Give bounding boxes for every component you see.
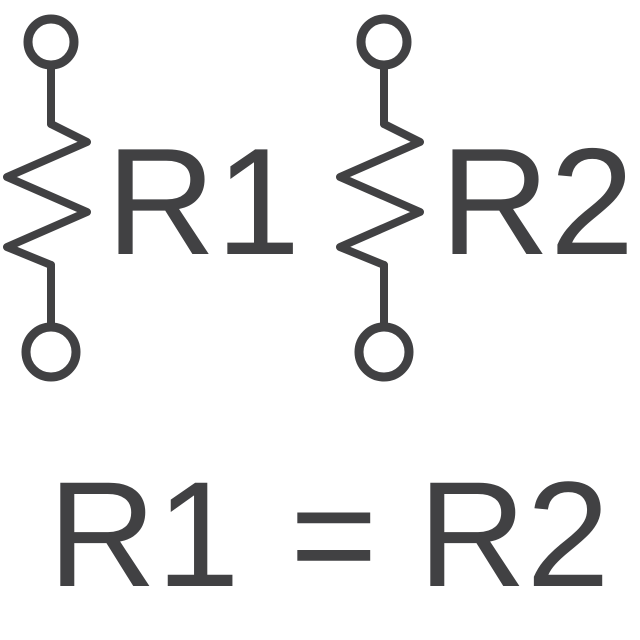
resistor-r2-bottom-terminal <box>354 322 414 382</box>
equation-left-term: R1 <box>48 450 240 618</box>
equation: R1 = R2 <box>48 450 610 618</box>
resistor-r1-zigzag <box>3 120 91 269</box>
resistor-r2: R2 <box>336 14 634 382</box>
equation-right-term: R2 <box>418 450 610 618</box>
resistor-r2-label: R2 <box>440 117 634 287</box>
resistor-r2-top-terminal <box>356 14 412 70</box>
resistor-r1-label: R1 <box>106 117 300 287</box>
equation-operator: = <box>290 450 378 618</box>
resistor-r1-top-terminal <box>23 14 79 70</box>
resistor-r1: R1 <box>3 14 300 382</box>
resistor-r2-zigzag <box>336 120 424 269</box>
resistor-r1-bottom-terminal <box>21 322 81 382</box>
